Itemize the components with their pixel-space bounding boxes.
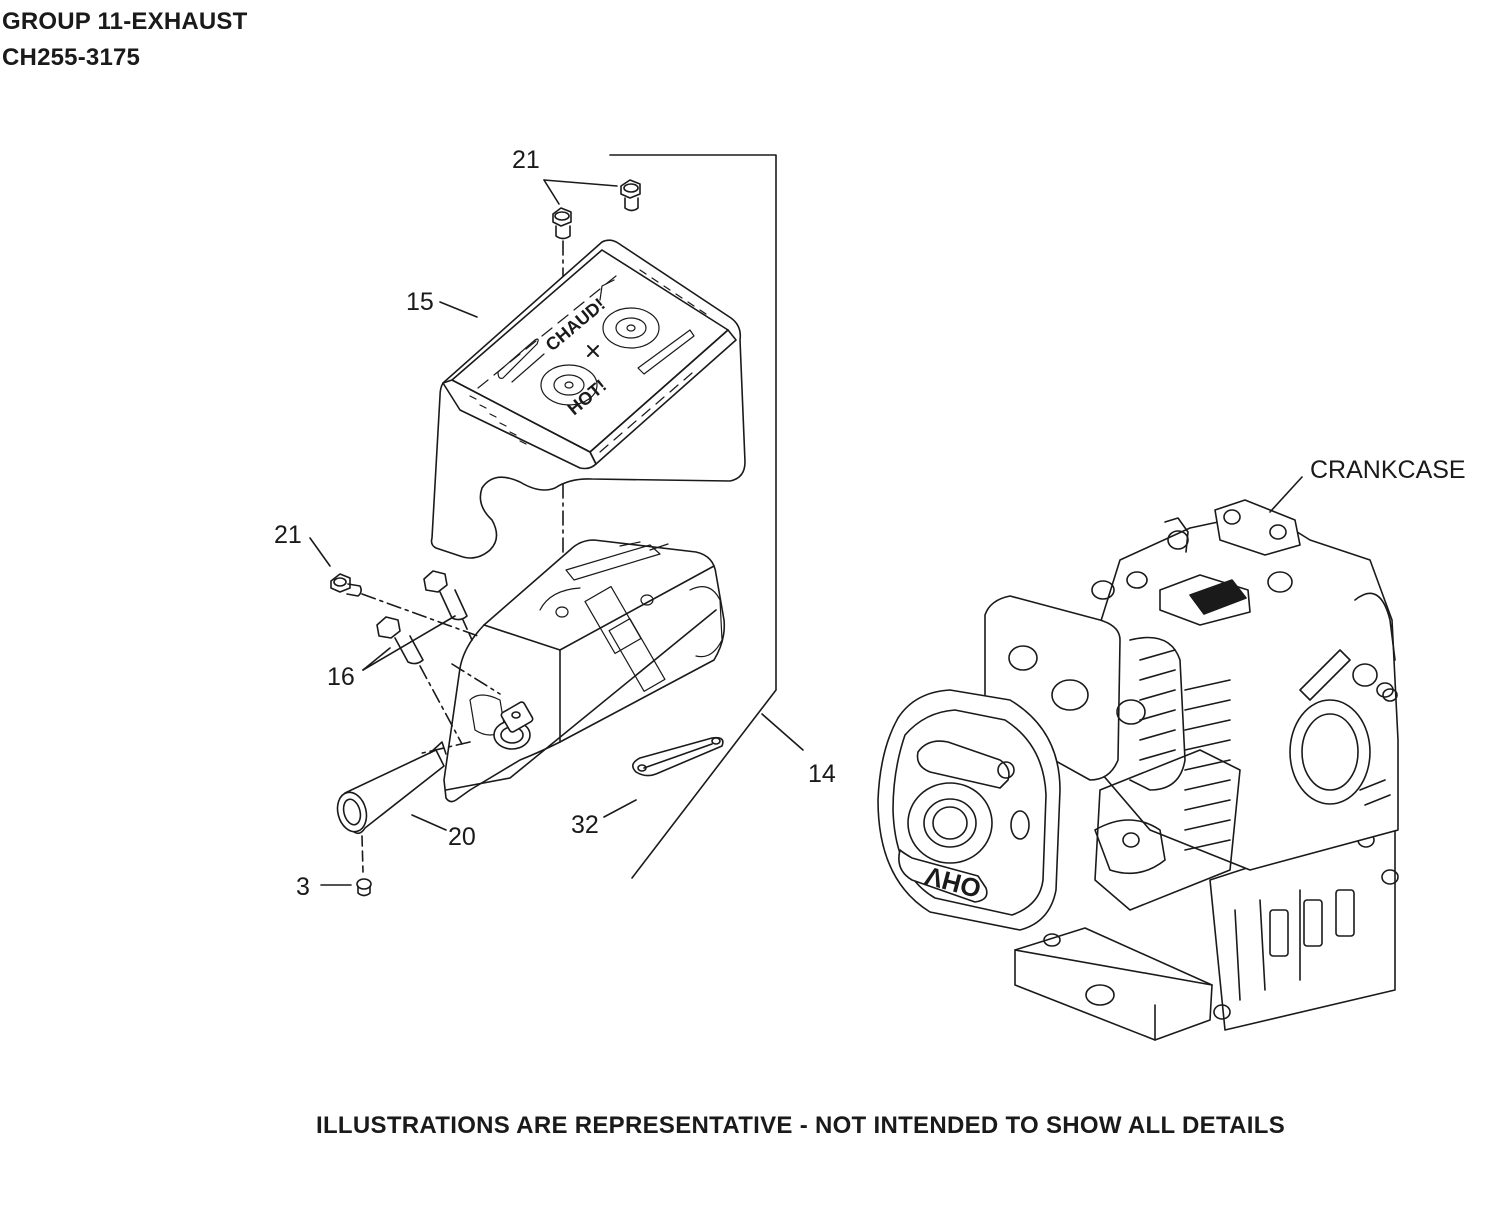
screw-3 [356, 878, 372, 897]
crankcase-engine-drawing: OHV [877, 499, 1399, 1041]
callout-32: 32 [571, 811, 599, 839]
group-title: GROUP 11-EXHAUST [2, 8, 248, 35]
bolt-21-top-b [620, 179, 641, 212]
model-number: CH255-3175 [2, 44, 141, 71]
callout-3: 3 [296, 873, 310, 901]
callout-14: 14 [808, 760, 836, 788]
stud-16-b [376, 616, 463, 745]
bolt-21-left [330, 573, 479, 637]
heat-shield-15: HOT! CHAUD! [430, 239, 746, 559]
spark-arrestor-20 [336, 741, 447, 873]
callout-20: 20 [448, 823, 476, 851]
assembly-bracket-14 [609, 154, 777, 879]
callout-21-top: 21 [512, 146, 540, 174]
muffler-14 [417, 539, 726, 803]
callout-16: 16 [327, 663, 355, 691]
disclaimer-footer: ILLUSTRATIONS ARE REPRESENTATIVE - NOT I… [316, 1112, 1286, 1139]
callout-15: 15 [406, 288, 434, 316]
gasket-32 [632, 736, 724, 777]
callout-crankcase: CRANKCASE [1310, 456, 1466, 484]
callout-21-left: 21 [274, 521, 302, 549]
